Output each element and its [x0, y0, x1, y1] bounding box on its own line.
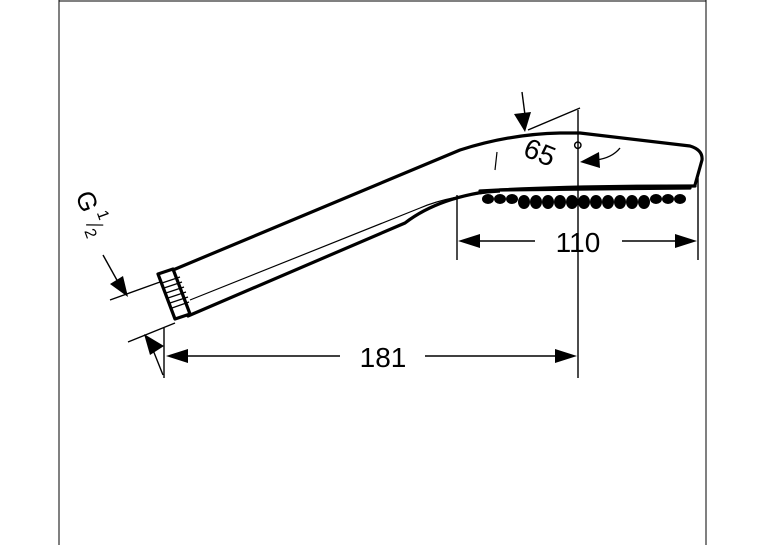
handle-bottom-edge: [186, 186, 692, 318]
spray-nozzle: [506, 194, 518, 204]
thread-label: G 1 2: [70, 187, 112, 241]
spray-nozzle: [590, 195, 602, 209]
shower-head-outline: [156, 131, 704, 321]
spray-nozzle: [542, 195, 554, 209]
spray-nozzle: [602, 195, 614, 209]
dim-110-label: 110: [556, 227, 601, 258]
thread-numerator: 1: [93, 208, 112, 222]
thread-denominator: 2: [80, 227, 99, 241]
handle-top-edge: [171, 131, 704, 272]
thread-arrow-bottom: [144, 334, 164, 355]
dimension-110: 110: [456, 178, 699, 260]
thread-leader-bottom: [152, 349, 164, 376]
inner-contour-line: [189, 191, 501, 301]
connector-thread: [161, 276, 190, 309]
dim-110-arrow-right: [675, 234, 697, 248]
spray-nozzle: [626, 195, 638, 209]
dim-65-ext-line: [527, 107, 581, 131]
spray-nozzle: [650, 194, 662, 204]
spray-nozzle: [494, 194, 506, 204]
spray-nozzle: [482, 194, 494, 204]
dim-65-arrow-bottom: [580, 152, 600, 168]
dim-65-label: 65: [520, 132, 561, 172]
dim-181-arrow-left: [166, 349, 188, 363]
spray-nozzle: [530, 195, 542, 209]
thread-fraction-bar: [86, 224, 104, 226]
handle-mark: [494, 151, 498, 171]
head-face-edge: [478, 184, 697, 193]
dim-181-label: 181: [360, 342, 407, 373]
dim-65-leader-bottom: [595, 147, 621, 161]
spray-nozzle: [662, 194, 674, 204]
thread-ext-line-bottom: [127, 322, 176, 343]
dim-181-arrow-right: [555, 349, 577, 363]
connector-cap: [156, 267, 192, 321]
spray-nozzle: [614, 195, 626, 209]
dim-110-arrow-left: [458, 234, 480, 248]
spray-nozzle: [554, 195, 566, 209]
spray-nozzle: [638, 195, 650, 209]
dim-65-arrow-top: [514, 112, 531, 132]
spray-nozzle: [674, 194, 686, 204]
thread-leader-line: [102, 254, 119, 283]
spray-nozzle: [578, 195, 590, 209]
dimension-181: 181: [163, 110, 579, 378]
spray-nozzle: [566, 195, 578, 209]
thread-ext-line-top: [109, 281, 161, 301]
spray-nozzle: [518, 195, 530, 209]
thread-arrow-top: [110, 276, 128, 297]
spray-nozzles: [482, 194, 686, 209]
dim-65-leader-top: [521, 91, 526, 116]
